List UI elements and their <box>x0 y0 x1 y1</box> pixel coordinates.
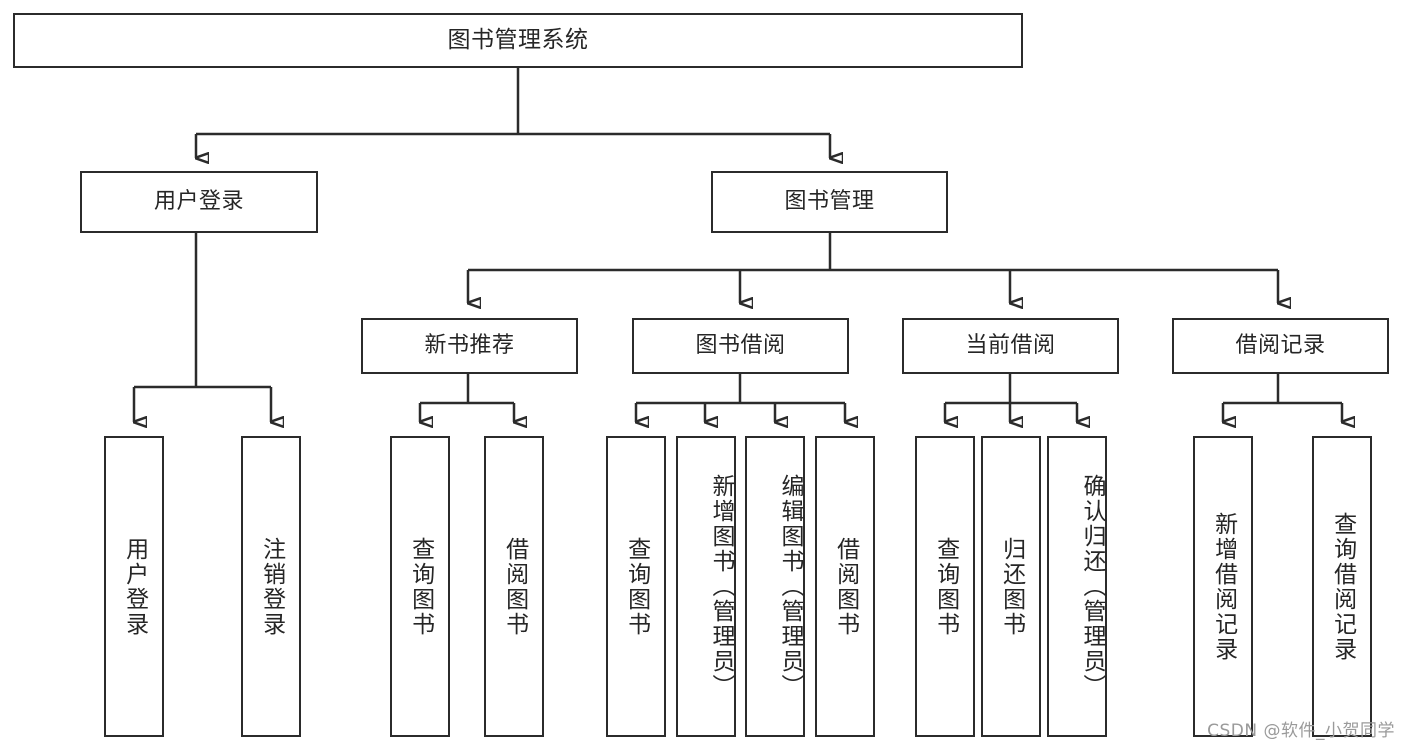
node-book-management[interactable]: 图书管理 <box>711 171 948 233</box>
leaf-borrow-record-query-record[interactable]: 查询借阅记录 <box>1312 436 1372 737</box>
leaf-borrow-record-add-record[interactable]: 新增借阅记录 <box>1193 436 1253 737</box>
leaf-user-login-login[interactable]: 用户登录 <box>104 436 164 737</box>
node-book-borrow[interactable]: 图书借阅 <box>632 318 849 374</box>
leaf-book-borrow-query-book[interactable]: 查询图书 <box>606 436 666 737</box>
node-borrow-record[interactable]: 借阅记录 <box>1172 318 1389 374</box>
csdn-watermark: CSDN @软件_小贺同学 <box>1207 721 1395 741</box>
leaf-new-book-query-book[interactable]: 查询图书 <box>390 436 450 737</box>
leaf-book-borrow-borrow-book[interactable]: 借阅图书 <box>815 436 875 737</box>
leaf-current-borrow-query-book[interactable]: 查询图书 <box>915 436 975 737</box>
leaf-book-borrow-edit-book-admin[interactable]: 编辑图书（管理员） <box>745 436 805 737</box>
node-user-login[interactable]: 用户登录 <box>80 171 318 233</box>
leaf-current-borrow-confirm-return-admin[interactable]: 确认归还（管理员） <box>1047 436 1107 737</box>
leaf-current-borrow-return-book[interactable]: 归还图书 <box>981 436 1041 737</box>
node-root-book-management-system[interactable]: 图书管理系统 <box>13 13 1023 68</box>
node-new-book-recommend[interactable]: 新书推荐 <box>361 318 578 374</box>
leaf-new-book-borrow-book[interactable]: 借阅图书 <box>484 436 544 737</box>
leaf-user-login-logout[interactable]: 注销登录 <box>241 436 301 737</box>
leaf-book-borrow-add-book-admin[interactable]: 新增图书（管理员） <box>676 436 736 737</box>
node-current-borrow[interactable]: 当前借阅 <box>902 318 1119 374</box>
